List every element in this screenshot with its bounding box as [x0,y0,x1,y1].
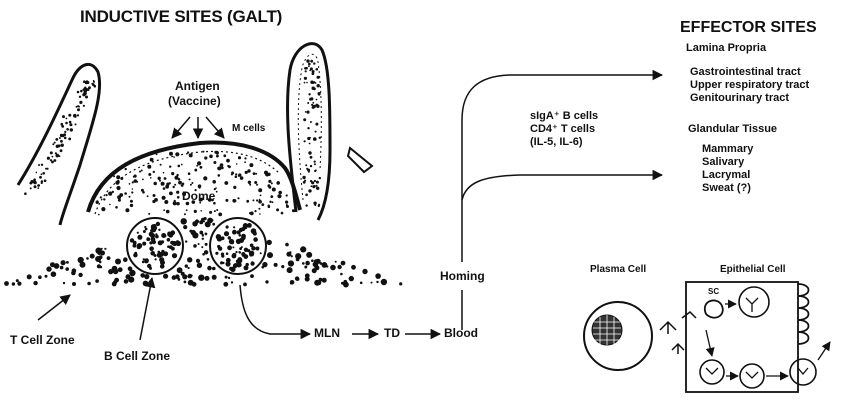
vaccine-label: (Vaccine) [168,95,221,108]
interleukins: (IL-5, IL-6) [530,136,598,149]
lamina-item: Upper respiratory tract [690,79,809,92]
homing-label: Homing [440,270,485,283]
glandular-item: Salivary [702,156,753,169]
epithelial-cell-label: Epithelial Cell [720,265,786,276]
efferent-path [240,285,310,334]
homing-branch-lower [462,175,662,200]
villus-fragment [348,148,372,172]
vesicle-4 [790,359,816,385]
glandular-item: Mammary [702,143,753,156]
td-label: TD [384,327,400,340]
dome-label: Dome [182,190,215,203]
iga-molecules [660,312,696,354]
homing-branch-upper [462,75,662,262]
plasma-cell-label: Plasma Cell [590,265,646,276]
siga-b-cells: sIgA⁺ B cells [530,110,598,123]
effector-sites-title: EFFECTOR SITES [680,20,817,37]
mln-label: MLN [314,327,340,340]
antigen-label: Antigen [175,80,220,93]
antigen-arrow-3 [206,117,224,138]
glandular-item: Lacrymal [702,169,753,182]
glandular-tissue-heading: Glandular Tissue [688,124,777,136]
glandular-list: Mammary Salivary Lacrymal Sweat (?) [702,143,753,195]
inductive-sites-title: INDUCTIVE SITES (GALT) [80,8,282,26]
microvilli [798,284,809,344]
m-cells-label: M cells [232,124,265,135]
sc-receptor [705,300,723,317]
t-cell-zone-label: T Cell Zone [10,334,75,347]
b-cell-zone-label: B Cell Zone [104,350,170,363]
glandular-item: Sweat (?) [702,182,753,195]
cd4-t-cells: CD4⁺ T cells [530,123,598,136]
vesicle-2 [700,360,724,384]
homing-cells-text: sIgA⁺ B cells CD4⁺ T cells (IL-5, IL-6) [530,110,598,149]
b-cell-zone-arrow [140,278,152,340]
right-villus [288,44,330,220]
lamina-propria-list: Gastrointestinal tract Upper respiratory… [690,66,809,105]
sc-label: SC [708,288,719,296]
blood-label: Blood [444,327,478,340]
vesicle-3 [740,364,764,388]
lamina-item: Gastrointestinal tract [690,66,809,79]
lamina-propria-heading: Lamina Propria [686,43,766,55]
antigen-arrow-1 [172,117,190,138]
lamina-item: Genitourinary tract [690,92,809,105]
t-cell-zone-arrow [38,295,70,320]
